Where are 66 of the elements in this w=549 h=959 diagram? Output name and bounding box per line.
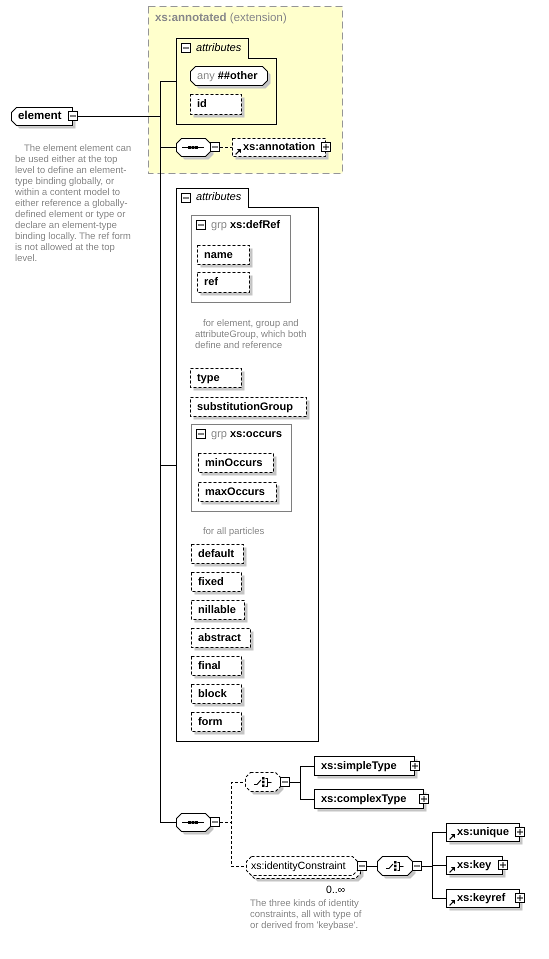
attribute-name: id <box>197 97 207 112</box>
element-box <box>246 856 367 882</box>
attribute-name: nillable <box>198 603 236 618</box>
connector-line <box>422 866 446 899</box>
element-box <box>314 756 420 779</box>
attribute-name: form <box>198 715 222 730</box>
element-box <box>11 107 78 129</box>
attribute-box <box>191 600 248 623</box>
element-name: xs:keyref <box>457 891 506 906</box>
attribute-box <box>191 656 245 679</box>
attribute-name: maxOccurs <box>205 485 265 500</box>
documentation-text: The element element can be used either at the top level to define an element-type binding globally, or within a content model to either reference a globally-defined element or type or declare an element-type binding locally. The ref form is not allowed at the top level. <box>15 143 132 264</box>
dashed-connector <box>220 822 246 867</box>
documentation-text: The three kinds of identity constraints, all with type of or derived from 'keybase'. <box>250 898 362 931</box>
attribute-name: block <box>198 687 227 702</box>
element-ref-box <box>232 138 331 160</box>
connector-line <box>366 866 378 867</box>
attribute-name: type <box>197 371 220 386</box>
attribute-name: default <box>198 547 234 562</box>
attributes-panel <box>176 38 277 125</box>
extension-panel <box>148 6 343 174</box>
attribute-box <box>197 272 253 296</box>
attribute-box <box>191 628 254 651</box>
element-ref-box <box>446 823 525 845</box>
attribute-box <box>190 368 245 391</box>
attribute-box <box>198 482 280 505</box>
attribute-group-box <box>191 424 292 512</box>
element-name: element <box>18 109 62 124</box>
occurrence-label: 0..∞ <box>326 884 346 896</box>
element-name: xs:identityConstraint <box>251 859 346 874</box>
element-name: xs:simpleType <box>321 759 397 774</box>
attribute-name: final <box>198 659 221 674</box>
attribute-box <box>190 94 245 118</box>
attribute-name: minOccurs <box>205 456 262 471</box>
attribute-box <box>197 245 253 268</box>
element-name: xs:unique <box>457 825 509 840</box>
element-box <box>314 789 429 812</box>
element-name: xs:key <box>457 858 492 873</box>
attribute-box <box>191 544 247 567</box>
wildcard-label: any ##other <box>197 69 258 84</box>
group-title: grp xs:occurs <box>211 427 282 442</box>
attribute-name: name <box>204 248 233 263</box>
element-ref-box <box>446 856 508 878</box>
wildcard-box <box>190 66 271 89</box>
attribute-name: fixed <box>198 575 224 590</box>
dashed-connector <box>220 147 232 148</box>
group-title: grp xs:defRef <box>211 218 280 233</box>
attribute-group-box <box>191 215 291 303</box>
documentation-text: for all particles <box>203 526 266 537</box>
panel-title: attributes <box>196 41 242 56</box>
attributes-panel <box>176 188 319 742</box>
element-ref-box <box>446 889 525 911</box>
attribute-name: ref <box>204 275 218 290</box>
attribute-box <box>191 712 245 735</box>
attribute-name: substitutionGroup <box>197 400 293 415</box>
attribute-box <box>191 572 245 595</box>
panel-title: xs:annotated (extension) <box>155 11 287 25</box>
panel-title: attributes <box>196 190 242 205</box>
element-name: xs:complexType <box>321 792 406 807</box>
attribute-box <box>191 684 245 707</box>
attribute-box <box>198 453 277 476</box>
element-name: xs:annotation <box>243 140 316 155</box>
attribute-name: abstract <box>198 631 241 646</box>
documentation-text: for element, group and attributeGroup, which both define and reference <box>195 318 308 351</box>
connector-line <box>290 782 314 800</box>
attribute-box <box>190 397 310 420</box>
